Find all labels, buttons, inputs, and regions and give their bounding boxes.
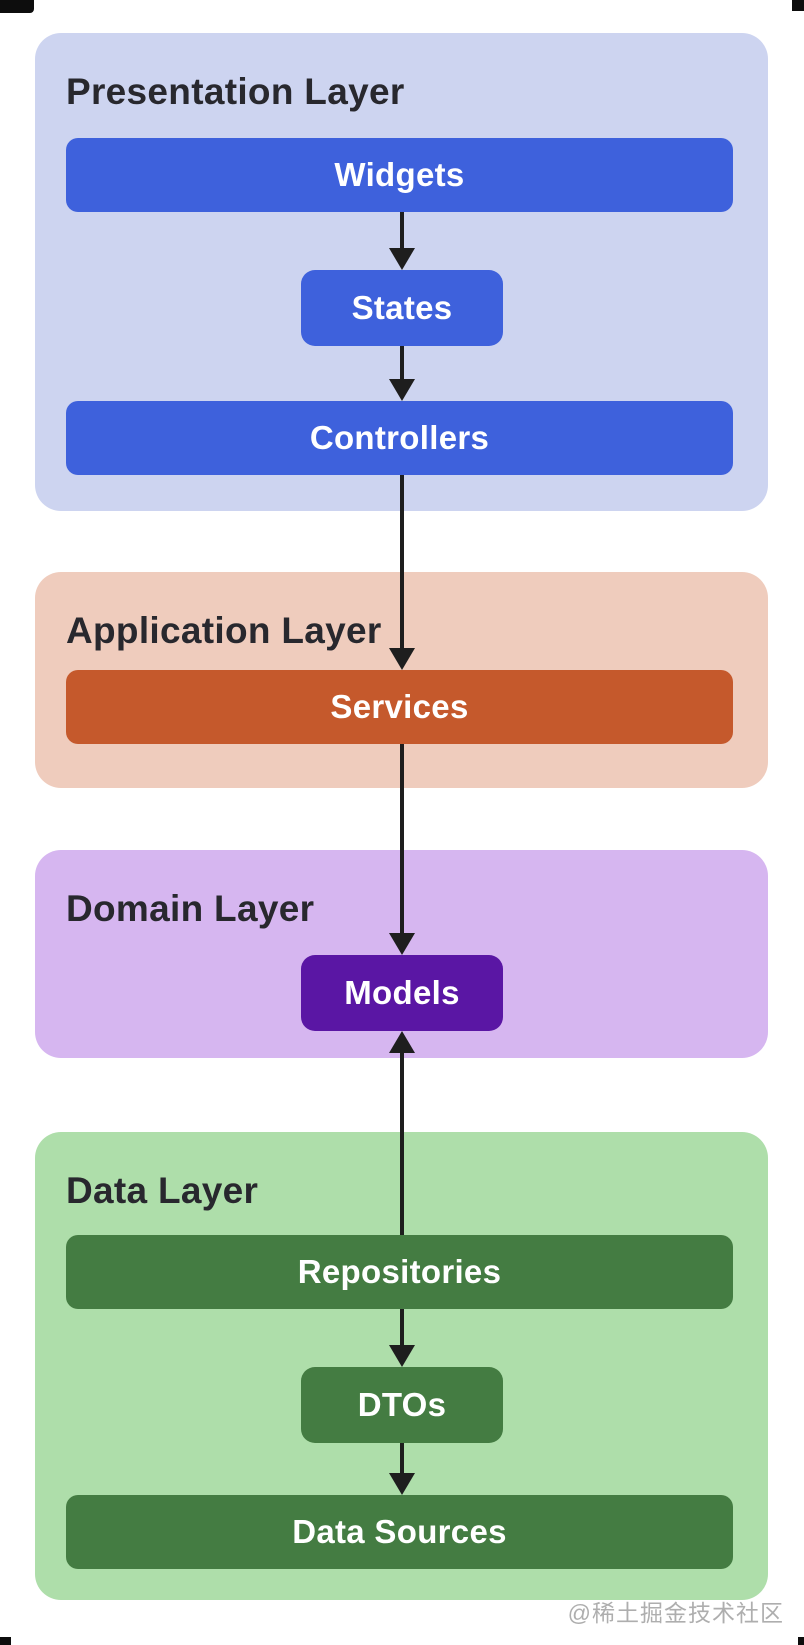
arrowhead-down-icon [389, 1345, 415, 1367]
arrow-shaft [400, 212, 404, 250]
arrowhead-down-icon [389, 648, 415, 670]
node-services: Services [66, 670, 733, 744]
node-dtos: DTOs [301, 1367, 503, 1443]
node-states: States [301, 270, 503, 346]
arrowhead-down-icon [389, 379, 415, 401]
screenshot-artifact-top-left [0, 0, 34, 13]
node-models: Models [301, 955, 503, 1031]
layer-title-domain: Domain Layer [66, 888, 315, 929]
layer-title-presentation: Presentation Layer [66, 71, 405, 112]
node-repositories: Repositories [66, 1235, 733, 1309]
arrow-shaft [400, 744, 404, 935]
arrow-shaft [400, 1051, 404, 1235]
arrowhead-down-icon [389, 248, 415, 270]
watermark: @稀土掘金技术社区 [567, 1600, 784, 1626]
arrowhead-down-icon [389, 933, 415, 955]
screenshot-artifact-bottom-left [0, 1637, 11, 1645]
node-widgets: Widgets [66, 138, 733, 212]
arrowhead-down-icon [389, 1473, 415, 1495]
arrow-shaft [400, 346, 404, 381]
node-controllers: Controllers [66, 401, 733, 475]
arrow-shaft [400, 1443, 404, 1475]
arrow-shaft [400, 475, 404, 650]
arrow-shaft [400, 1309, 404, 1347]
arrowhead-up-icon [389, 1031, 415, 1053]
screenshot-artifact-top-right [792, 0, 804, 11]
layer-title-data: Data Layer [66, 1170, 259, 1211]
screenshot-artifact-bottom-right [798, 1637, 804, 1645]
node-data-sources: Data Sources [66, 1495, 733, 1569]
layer-title-application: Application Layer [66, 610, 382, 651]
